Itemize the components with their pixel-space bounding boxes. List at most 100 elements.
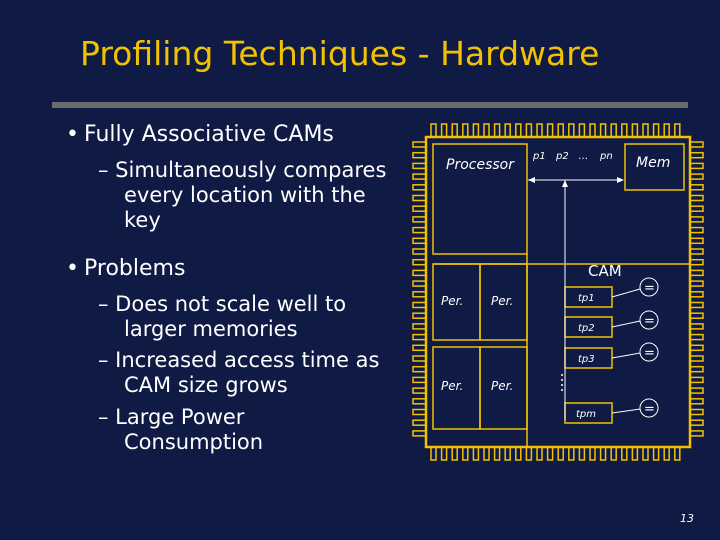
chip-pin [412,173,427,180]
chip-pin [689,408,704,416]
chip-pin [578,123,586,138]
chip-pin [689,312,704,319]
chip-pin [462,446,469,461]
chip-pin [663,446,670,461]
slide-title: Profiling Techniques - Hardware [80,34,600,73]
cam-entry-label: tp3 [578,354,595,365]
chip-pin [557,446,564,461]
chip-pin [412,280,427,287]
chip-pin [525,123,533,138]
chip-pin [568,446,575,461]
sub-bullet-text: – Increased access time as CAM size grow… [98,348,380,397]
chip-pin [515,123,522,138]
cam-entry-label: tpm [576,409,596,420]
chip-pin [621,123,628,138]
port-label-pn: pn [599,151,613,162]
chip-pin [430,446,437,461]
bullet-dot: • [66,256,79,281]
comparator-symbol: = [644,402,655,417]
chip-pin [412,344,427,352]
chip-pin [451,123,458,138]
chip-pin [599,123,607,138]
chip-pin [412,151,427,159]
chip-pin [689,151,704,159]
bullet-dot: • [66,122,79,147]
chip-pin [412,216,427,223]
page-number: 13 [680,512,694,525]
title-underline [52,102,688,108]
chip-pin [462,123,469,138]
mem-block [624,143,685,191]
chip-pin [578,446,586,461]
chip-pin [483,123,490,138]
chip-pin [412,269,427,277]
comparator-icon [639,398,659,418]
port-label-p1: p1 [532,151,546,162]
bullet-fully-associative-cams: •Fully Associative CAMs [66,122,334,147]
sub-bullet-text: – Large Power Consumption [98,405,264,454]
cam-entry-connector [611,408,641,414]
chip-pin [652,446,660,461]
chip-pin [689,376,704,384]
sub-bullet-simultaneously: – Simultaneously compares every location… [98,158,399,233]
bullet-text: Problems [84,256,186,281]
chip-pin [689,269,704,277]
comparator-symbol: = [644,314,655,329]
chip-pin [504,446,511,461]
chip-pin [663,123,670,138]
chip-pin [674,446,681,461]
chip-pin [689,365,704,373]
chip-pin [536,446,543,461]
sub-bullet-scale: – Does not scale well to larger memories [98,292,384,342]
chip-body [424,135,692,449]
bullet-problems: •Problems [66,256,185,281]
chip-pin [689,194,704,202]
chip-pin [525,446,533,461]
chip-pin [412,301,427,309]
cam-entry-connector [611,352,641,359]
chip-pin [412,355,427,362]
chip-pin [546,446,554,461]
chip-pin [689,323,704,330]
chip-pin [610,446,617,461]
chip-pin [546,123,554,138]
chip-pin [412,398,427,405]
chip-pin [472,446,480,461]
chip-pin [504,123,511,138]
chip-pin [631,446,639,461]
cam-label: CAM [588,262,622,280]
chip-pin [472,123,480,138]
chip-pin [642,446,649,461]
cam-entry-connector [611,320,641,328]
chip-pin [689,184,704,191]
sub-bullet-access-time: – Increased access time as CAM size grow… [98,348,384,398]
cam-entry-label: tp1 [578,293,595,304]
chip-pin [689,226,704,234]
processor-block [432,143,528,255]
peripheral-label-1: Per. [441,294,463,308]
chip-pin [652,123,660,138]
chip-pin [689,216,704,223]
bullet-text: Fully Associative CAMs [84,122,334,147]
peripheral-label-2: Per. [491,294,513,308]
chip-pin [689,355,704,362]
chip-pin [642,123,649,138]
chip-pin [412,141,427,148]
chip-pin [589,123,596,138]
chip-pin [674,123,681,138]
chip-pin [412,258,427,266]
chip-pins-left [412,141,427,437]
peripheral-label-4: Per. [491,379,513,393]
chip-pin [689,173,704,180]
comparator-icon [639,342,659,362]
bus-arrow-right [617,177,624,183]
chip-pin [689,162,704,170]
chip-pin [689,430,704,437]
chip-pin [412,226,427,234]
mem-label: Mem [636,155,670,171]
chip-pin [689,344,704,352]
port-label-p2: p2 [555,151,569,162]
cam-entry-label: tp2 [578,323,595,334]
chip-pin [689,280,704,287]
chip-pin [689,205,704,212]
